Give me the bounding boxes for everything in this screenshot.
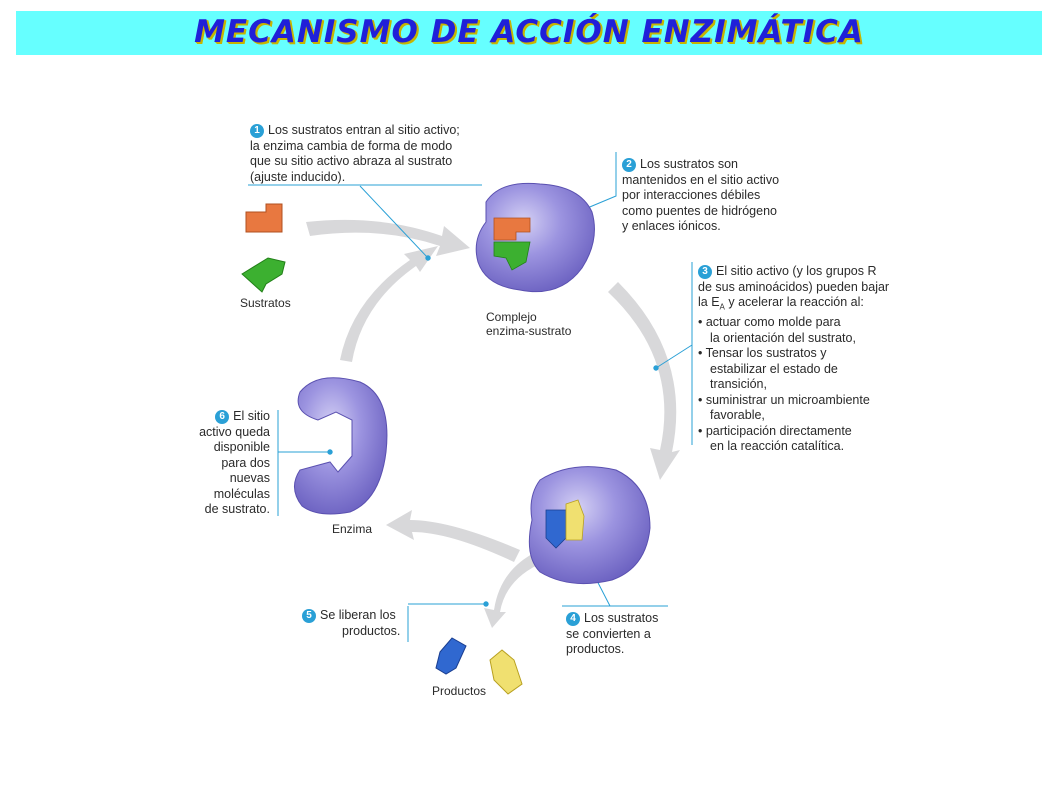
free-enzyme <box>294 377 388 515</box>
arrow-entry <box>306 219 470 256</box>
label-enzima: Enzima <box>332 522 373 536</box>
step-4-number: 4 <box>566 612 580 626</box>
step-3-number: 3 <box>698 265 712 279</box>
product-yellow <box>489 649 523 695</box>
enzyme-product-complex <box>528 466 651 585</box>
label-productos: Productos <box>432 684 487 698</box>
arrow-left-side <box>340 246 438 362</box>
label-sustratos: Sustratos <box>240 296 291 310</box>
step-5-number: 5 <box>302 609 316 623</box>
label-complejo: Complejo enzima-sustrato <box>486 310 572 338</box>
arrow-release <box>484 552 544 628</box>
enzyme-substrate-complex <box>475 182 595 293</box>
step-6-number: 6 <box>215 410 230 424</box>
substrate-green <box>241 257 286 293</box>
step-2-number: 2 <box>622 158 636 172</box>
step-1-number: 1 <box>250 124 264 138</box>
arrow-bottom-left <box>386 510 520 562</box>
title-bar: MECANISMO DE ACCIÓN ENZIMÁTICA <box>16 11 1042 55</box>
product-blue <box>435 637 467 675</box>
substrate-orange <box>245 203 283 233</box>
page-title: MECANISMO DE ACCIÓN ENZIMÁTICA <box>194 14 864 50</box>
arrow-right-side <box>608 282 680 480</box>
